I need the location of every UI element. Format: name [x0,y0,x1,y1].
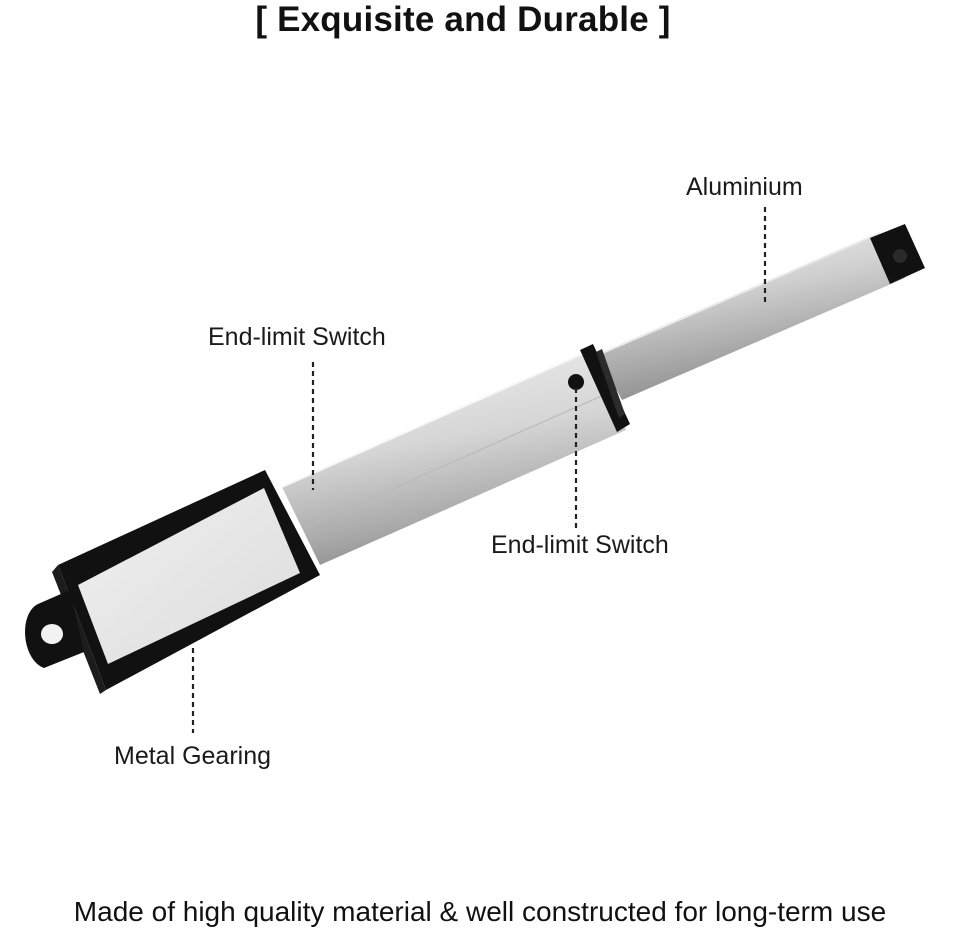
footer-caption: Made of high quality material & well con… [73,896,887,927]
motor-housing [52,470,320,694]
label-aluminium: Aluminium [686,173,803,201]
actuator-tube [281,351,626,565]
aluminium-rod [597,232,905,400]
page-title: [ Exquisite and Durable ] [255,0,671,39]
label-end-limit-switch-bottom: End-limit Switch [491,531,669,559]
tube-front-collar [580,344,630,432]
leader-lines [191,207,767,733]
end-limit-switch-dot [568,374,584,390]
label-metal-gearing: Metal Gearing [114,742,272,770]
mounting-tab [25,590,84,668]
label-end-limit-switch-top: End-limit Switch [208,323,386,351]
rod-end-cap [870,224,925,284]
